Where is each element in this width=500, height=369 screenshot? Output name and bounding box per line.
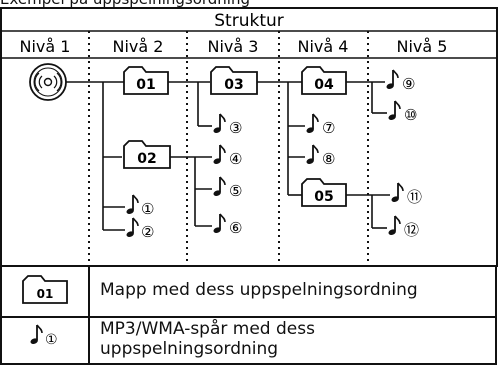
level-5-header: Nivå 5: [397, 37, 448, 56]
track-2: ②: [126, 217, 154, 241]
svg-text:01: 01: [37, 287, 54, 301]
tree-connectors: [66, 81, 390, 231]
level-1-header: Nivå 1: [20, 37, 71, 56]
svg-text:⑤: ⑤: [229, 182, 242, 200]
track-5: ⑤: [213, 176, 242, 200]
legend-folder-text: Mapp med dess uppspelningsordning: [100, 280, 418, 300]
svg-text:⑩: ⑩: [404, 106, 417, 124]
track-11: ⑪: [391, 182, 422, 206]
legend-track-text: MP3/WMA-spår med dess uppspelningsordnin…: [100, 319, 315, 359]
svg-text:⑨: ⑨: [402, 75, 415, 93]
folder-icon-01: 01: [123, 66, 169, 95]
track-10: ⑩: [388, 100, 417, 124]
svg-text:⑥: ⑥: [229, 219, 242, 237]
track-1: ①: [126, 194, 154, 218]
track-9: ⑨: [386, 69, 415, 93]
svg-text:01: 01: [136, 77, 155, 93]
legend-table: 01 Mapp med dess uppspelningsordning ① M…: [0, 265, 497, 365]
level-3-header: Nivå 3: [208, 37, 259, 56]
level-4-header: Nivå 4: [298, 37, 349, 56]
disc-icon: [29, 63, 67, 101]
track-3: ③: [213, 113, 242, 137]
svg-text:04: 04: [314, 77, 334, 93]
music-note-icon: ①: [30, 324, 58, 348]
folder-icon: 01: [22, 275, 68, 304]
svg-text:03: 03: [224, 77, 243, 93]
svg-text:02: 02: [137, 151, 156, 167]
svg-text:05: 05: [314, 189, 333, 205]
legend-track-cell: ①: [2, 316, 90, 365]
folder-icon-02: 02: [123, 140, 171, 169]
svg-text:⑦: ⑦: [322, 119, 335, 137]
structure-title: Struktur: [214, 11, 284, 31]
track-4: ④: [213, 144, 242, 168]
svg-text:⑪: ⑪: [407, 188, 422, 206]
legend-row-folder: 01 Mapp med dess uppspelningsordning: [2, 267, 495, 318]
structure-diagram: Struktur Nivå 1 Nivå 2 Nivå 3 Nivå 4 Niv…: [0, 7, 498, 267]
svg-text:①: ①: [45, 332, 58, 348]
track-12: ⑫: [388, 215, 419, 239]
track-7: ⑦: [306, 113, 335, 137]
legend-row-track: ① MP3/WMA-spår med dess uppspelningsordn…: [2, 316, 495, 365]
svg-text:①: ①: [141, 200, 154, 218]
track-6: ⑥: [213, 213, 242, 237]
caption: Exempel på uppspelningsordning: [0, 0, 250, 8]
svg-text:④: ④: [229, 150, 242, 168]
legend-folder-cell: 01: [2, 267, 90, 316]
folder-icon-03: 03: [210, 66, 258, 95]
folder-icon-05: 05: [301, 178, 347, 207]
svg-text:②: ②: [141, 223, 154, 241]
svg-text:③: ③: [229, 119, 242, 137]
folder-icon-04: 04: [301, 66, 347, 95]
svg-text:⑫: ⑫: [404, 221, 419, 239]
track-8: ⑧: [306, 144, 335, 168]
level-2-header: Nivå 2: [113, 37, 164, 56]
svg-text:⑧: ⑧: [322, 150, 335, 168]
